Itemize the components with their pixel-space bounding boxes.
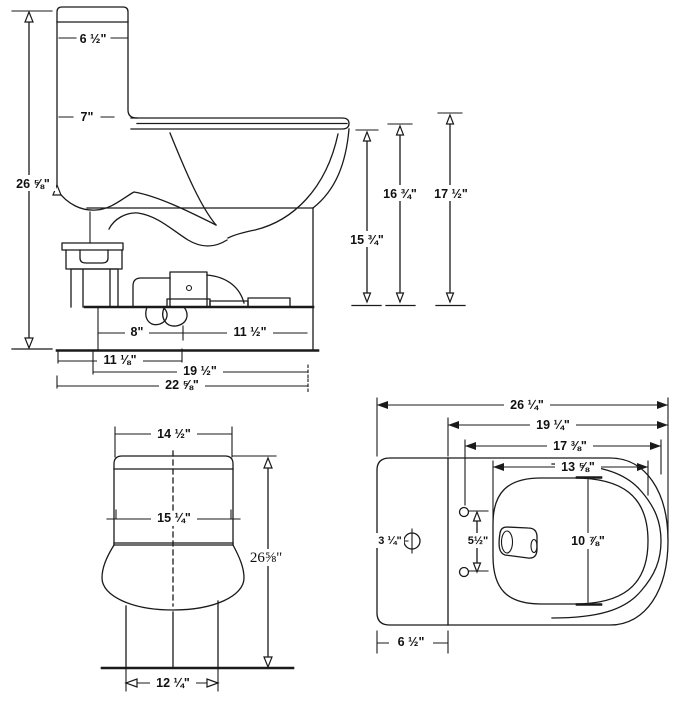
label-bolt-spacing: 5½"	[468, 535, 489, 547]
dimension-labels: 6 ½" 7" 26 ⅝" 15 ¾" 16 ¾" 17 ½" 8" 11 ½"…	[10, 32, 611, 690]
top-inner-bowl	[492, 477, 649, 605]
top-view	[376, 397, 669, 654]
dim-top-overall	[376, 397, 669, 541]
label-base-length: 11 ⅛"	[103, 353, 136, 367]
label-bowl-length: 13 ⅝"	[561, 460, 595, 474]
front-bowl-outline	[101, 544, 245, 611]
label-rim-height: 15 ¾"	[350, 233, 384, 247]
label-top-overall: 26 ¼"	[510, 398, 544, 412]
trap-outlet-wave	[145, 306, 188, 327]
label-bowl-inner-width: 10 ⅞"	[571, 534, 605, 548]
tank-outline	[56, 6, 138, 189]
label-overall-depth: 22 ⅝"	[165, 378, 199, 392]
label-front-bowl-width: 15 ¼"	[157, 511, 191, 525]
fill-valve	[61, 242, 124, 308]
label-outlet-from-back: 8"	[131, 325, 144, 339]
front-pedestal	[125, 600, 219, 669]
label-tank-width-top: 6 ½"	[80, 32, 107, 46]
label-top-tank-depth: 6 ½"	[398, 635, 425, 649]
dim-base-width	[124, 667, 220, 692]
dim-seat-height	[385, 123, 416, 307]
label-tank-front-to-tip: 19 ¼"	[536, 418, 570, 432]
label-depth-to-tank: 19 ½"	[183, 364, 217, 378]
flush-button	[403, 528, 421, 554]
label-front-base-width: 12 ¼"	[156, 676, 190, 690]
label-tank-depth-mid: 7"	[81, 110, 94, 124]
label-seat-height: 16 ¾"	[383, 187, 417, 201]
seat-outline	[130, 117, 350, 130]
top-rim-inner-line	[551, 463, 662, 619]
dim-rim-height	[351, 129, 382, 307]
bowl-inner-left-curve	[169, 132, 217, 226]
water-wave-lower	[108, 212, 228, 247]
label-overall-height: 26 ⅝"	[16, 177, 50, 191]
label-outlet-to-front: 11 ½"	[233, 325, 266, 339]
label-front-tank-width: 14 ½"	[157, 427, 191, 441]
label-bolts-to-tip: 17 ⅜"	[553, 439, 587, 453]
dim-bolts-to-tip	[464, 439, 662, 506]
dim-lid-height	[435, 112, 466, 307]
side-view	[11, 6, 466, 394]
bowl-inner-right-curve	[227, 133, 339, 239]
label-front-overall-height: 26⅝"	[250, 550, 282, 566]
label-button-offset: 3 ¼"	[378, 535, 402, 547]
flush-valve-piping	[132, 271, 291, 308]
bowl-front-curve	[312, 128, 350, 209]
seat-bolt-holes	[458, 506, 489, 578]
label-lid-height: 17 ½"	[434, 187, 468, 201]
siphon-jet	[498, 526, 538, 559]
top-outline	[376, 457, 669, 626]
